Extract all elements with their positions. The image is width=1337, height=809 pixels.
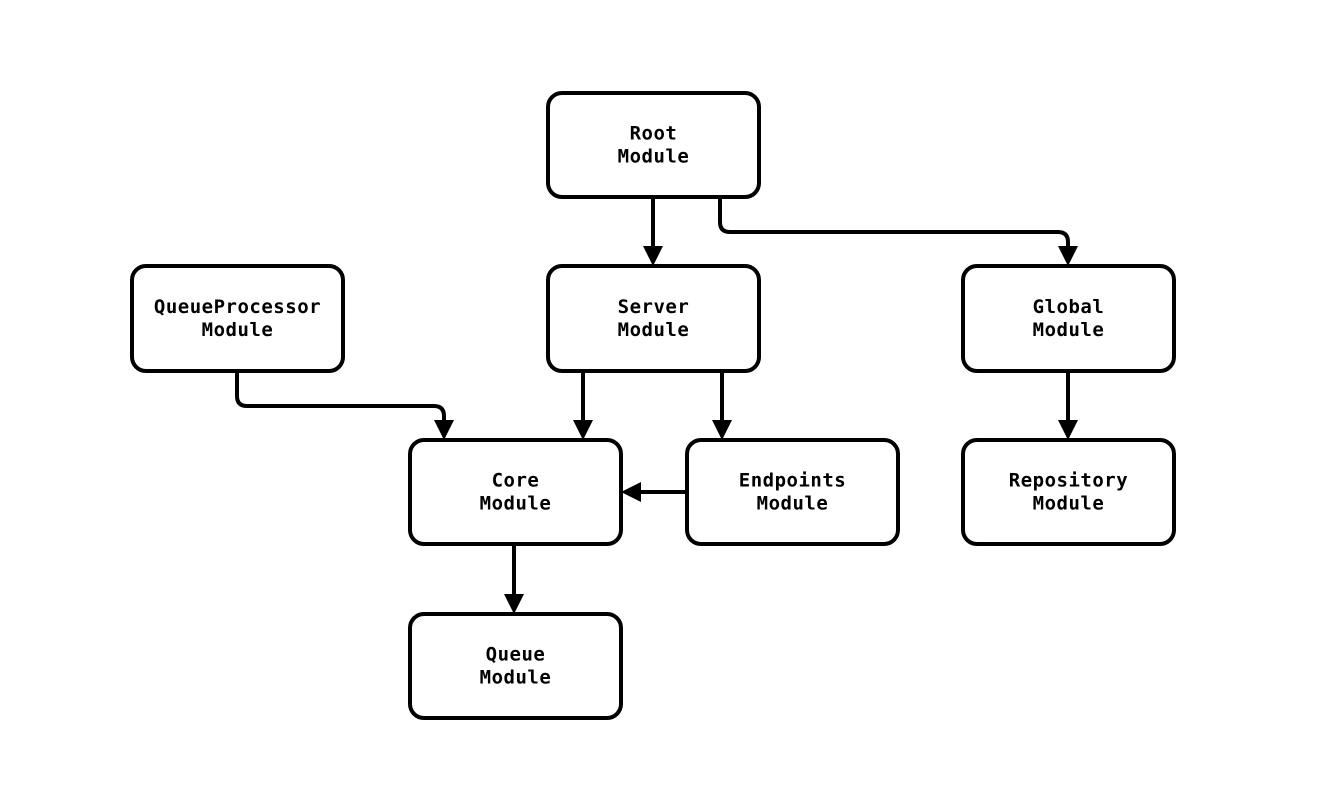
repository-module-node-label-line2: Module <box>1033 493 1105 515</box>
core-module-node-label-line1: Core <box>492 470 540 492</box>
edge-root-to-global-line <box>718 197 1070 252</box>
edge-server-to-core <box>573 371 593 440</box>
edge-root-to-server-arrowhead-icon <box>643 246 663 266</box>
edge-server-to-endpoints <box>712 371 732 440</box>
edge-core-to-queue-arrowhead-icon <box>504 594 524 614</box>
nodes-layer: RootModuleQueueProcessorModuleServerModu… <box>130 91 1176 720</box>
root-module-node-box[interactable] <box>546 91 761 199</box>
endpoints-module-node-box[interactable] <box>685 438 900 546</box>
edge-root-to-global <box>718 197 1078 266</box>
server-module-node-label-line1: Server <box>618 296 690 318</box>
root-module-node-label-line2: Module <box>618 146 690 168</box>
repository-module-node-box[interactable] <box>961 438 1176 546</box>
edge-root-to-global-arrowhead-icon <box>1058 246 1078 266</box>
edge-server-to-endpoints-arrowhead-icon <box>712 420 732 440</box>
queueprocessor-module-node-label-line2: Module <box>202 319 274 341</box>
queue-module-node-box[interactable] <box>408 612 623 720</box>
global-module-node-label-line2: Module <box>1033 319 1105 341</box>
queue-module-node-label-line1: Queue <box>486 644 546 666</box>
edge-endpoints-to-core <box>621 482 687 502</box>
edge-core-to-queue <box>504 544 524 614</box>
edge-endpoints-to-core-arrowhead-icon <box>621 482 641 502</box>
core-module-node-box[interactable] <box>408 438 623 546</box>
edge-queueprocessor-to-core <box>235 371 454 440</box>
global-module-node-box[interactable] <box>961 264 1176 373</box>
core-module-node-label-line2: Module <box>480 493 552 515</box>
root-module-node-label-line1: Root <box>630 123 678 145</box>
endpoints-module-node-label-line1: Endpoints <box>739 470 846 492</box>
edge-global-to-repository-arrowhead-icon <box>1058 420 1078 440</box>
queueprocessor-module-node-label-line1: QueueProcessor <box>154 296 321 318</box>
edge-global-to-repository <box>1058 371 1078 440</box>
edge-server-to-core-arrowhead-icon <box>573 420 593 440</box>
edge-queueprocessor-to-core-arrowhead-icon <box>434 420 454 440</box>
server-module-node-label-line2: Module <box>618 319 690 341</box>
global-module-node-label-line1: Global <box>1033 296 1105 318</box>
edge-queueprocessor-to-core-line <box>235 371 446 426</box>
repository-module-node-label-line1: Repository <box>1009 470 1128 492</box>
endpoints-module-node-label-line2: Module <box>757 493 829 515</box>
edge-root-to-server <box>643 197 663 266</box>
edges-layer <box>235 197 1078 614</box>
server-module-node-box[interactable] <box>546 264 761 373</box>
queue-module-node-label-line2: Module <box>480 667 552 689</box>
queueprocessor-module-node-box[interactable] <box>130 264 345 373</box>
